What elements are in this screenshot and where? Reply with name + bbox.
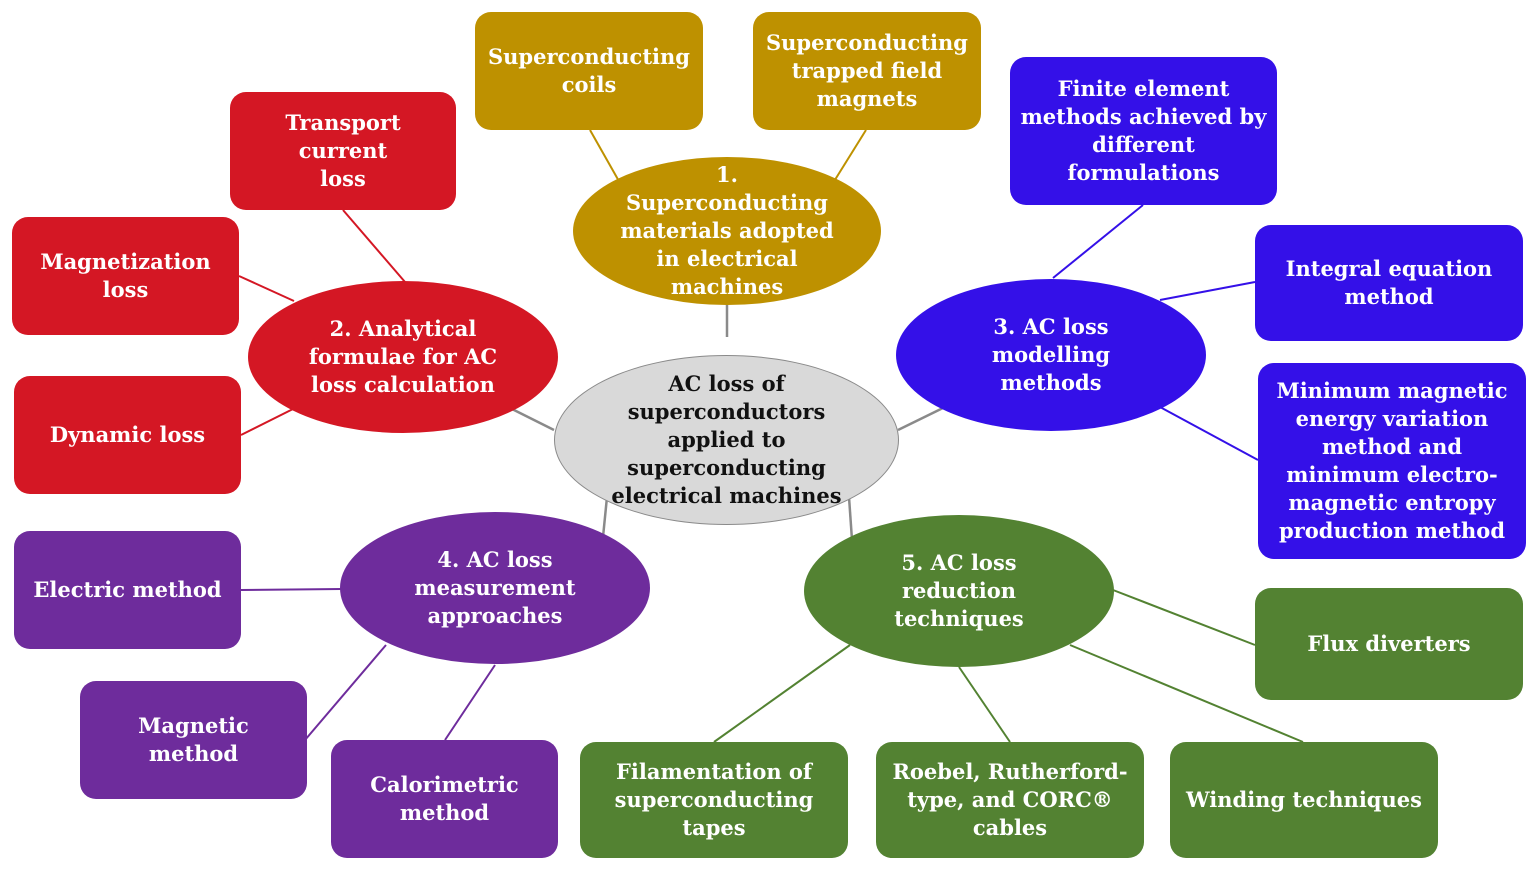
item-flux-diverters: Flux diverters: [1255, 588, 1523, 700]
connector-center-modelling: [897, 405, 946, 432]
item-integral-equation-method: Integral equation method: [1255, 225, 1523, 341]
item-dynamic-loss: Dynamic loss: [14, 376, 241, 494]
item-finite-element-methods: Finite element methods achieved by diffe…: [1010, 57, 1277, 205]
item-filamentation-of-tapes: Filamentation of superconducting tapes: [580, 742, 848, 858]
item-transport-current-loss: Transport current loss: [230, 92, 456, 210]
item-trapped-field-magnets: Superconducting trapped field magnets: [753, 12, 981, 130]
item-magnetization-loss: Magnetization loss: [12, 217, 239, 335]
connector-materials-coils: [589, 129, 621, 184]
connector-center-measurement: [601, 496, 609, 538]
connector-reduction-filamentation: [713, 644, 851, 743]
connector-analytical-magnetization: [238, 275, 295, 302]
connector-reduction-cables: [958, 666, 1011, 743]
connector-measurement-electric: [240, 588, 343, 591]
connector-materials-magnets: [832, 129, 867, 184]
item-winding-techniques: Winding techniques: [1170, 742, 1438, 858]
connector-measurement-calorimetric: [444, 664, 496, 741]
branch-measurement: 4. AC loss measurement approaches: [340, 512, 650, 664]
item-roebel-rutherford-corc-cables: Roebel, Rutherford- type, and CORC® cabl…: [876, 742, 1144, 858]
item-superconducting-coils: Superconducting coils: [475, 12, 703, 130]
connector-analytical-transport: [342, 209, 406, 283]
connector-modelling-minimum: [1159, 406, 1259, 461]
connector-analytical-dynamic: [240, 408, 294, 436]
center-topic: AC loss of superconductors applied to su…: [554, 355, 899, 525]
branch-analytical: 2. Analytical formulae for AC loss calcu…: [248, 281, 558, 433]
branch-reduction: 5. AC loss reduction techniques: [804, 515, 1114, 667]
item-calorimetric-method: Calorimetric method: [331, 740, 558, 858]
connector-reduction-winding: [1069, 644, 1304, 743]
connector-modelling-fem: [1052, 204, 1144, 279]
branch-modelling: 3. AC loss modelling methods: [896, 279, 1206, 431]
connector-measurement-magnetic: [304, 644, 387, 741]
item-electric-method: Electric method: [14, 531, 241, 649]
connector-modelling-integral: [1159, 281, 1256, 301]
connector-center-analytical: [509, 406, 555, 432]
item-magnetic-method: Magnetic method: [80, 681, 307, 799]
connector-reduction-flux: [1112, 589, 1256, 646]
connector-center-reduction: [847, 496, 854, 541]
item-minimum-energy-entropy-methods: Minimum magnetic energy variation method…: [1258, 363, 1526, 559]
branch-materials: 1. Superconducting materials adopted in …: [573, 157, 881, 305]
